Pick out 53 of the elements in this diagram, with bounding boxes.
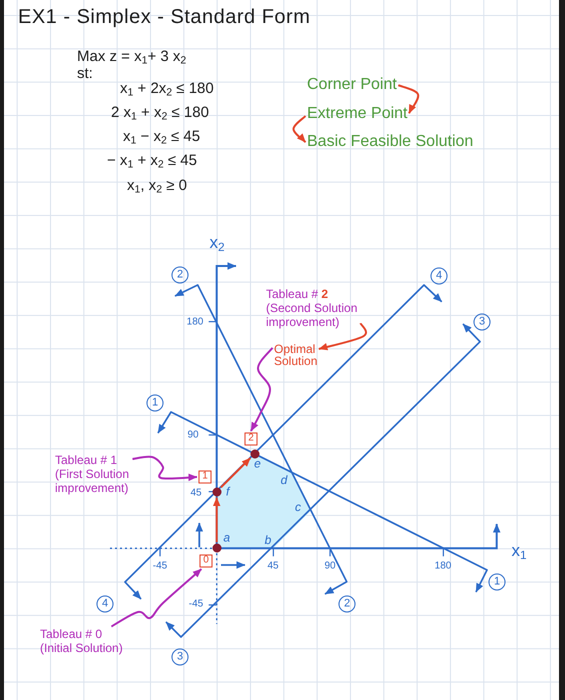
callout-number: 3	[474, 314, 490, 330]
formula: 2 x$_{1}$ + x$_{2}$ ≤ 180	[111, 104, 209, 122]
arrow	[212, 497, 220, 542]
callout-number: 1	[488, 574, 506, 590]
arrow	[398, 84, 420, 114]
formula: − x$_{1}$ + x$_{2}$ ≤ 45	[107, 152, 197, 170]
arrow	[250, 347, 274, 432]
arrow	[132, 456, 198, 482]
formula: x$_{1}$ − x$_{2}$ ≤ 45	[123, 128, 200, 146]
callout-number: 2	[172, 266, 188, 284]
vertex-label: f	[226, 486, 230, 500]
formula: x$_{1}$ + 2x$_{2}$ ≤ 180	[120, 80, 214, 98]
annotation-text: Basic Feasible Solution	[307, 133, 474, 152]
annotation-text: (First Solution improvement)	[55, 468, 130, 496]
formula: x$_{1}$, x$_{2}$ ≥ 0	[127, 177, 187, 194]
callout-number: 4	[96, 596, 114, 612]
arrow	[318, 322, 367, 350]
arrow	[110, 568, 202, 628]
tick-label: 90	[187, 429, 199, 441]
vertex-label: c	[295, 501, 301, 515]
annotation-text: Corner Point	[307, 76, 397, 94]
annotation-text: Optimal Solution	[274, 343, 318, 367]
callout-number: 1	[146, 394, 164, 412]
callout-number: 3	[172, 648, 188, 666]
title: EX1 - Simplex - Standard Form	[18, 6, 310, 29]
tick-label: 45	[267, 560, 279, 572]
callout-number: 4	[430, 268, 448, 284]
vertex-label: d	[280, 474, 288, 488]
annotation-text: Extreme Point	[307, 105, 408, 124]
tick-label: 180	[434, 560, 452, 572]
arrow	[292, 115, 306, 143]
tick-label: 180	[186, 316, 204, 328]
formula: Max z = x$_{1}$+ 3 x$_{2}$	[77, 48, 186, 66]
vertex-label: e	[254, 458, 261, 472]
vertex-label: a	[223, 531, 230, 546]
axis-label: x$_{1}$	[511, 541, 527, 561]
tick-label: -45	[152, 560, 168, 572]
annotation-heading: Tableau # 2	[266, 288, 330, 302]
tick-label: 90	[324, 560, 336, 572]
arrow	[220, 457, 251, 488]
axis-label: x$_{2}$	[209, 233, 225, 253]
tick-label: 45	[190, 487, 202, 499]
vertex-label: b	[264, 534, 272, 548]
callout-number: 2	[338, 596, 356, 612]
annotation-text: (Second Solution improvement)	[266, 302, 358, 330]
annotation-heading: Tableau # 0	[40, 628, 104, 642]
step-number: 1	[198, 470, 212, 484]
step-number: 0	[200, 554, 212, 568]
annotation-text: (Initial Solution)	[40, 642, 124, 656]
tick-label: -45	[188, 598, 204, 610]
formula: st:	[77, 65, 93, 82]
annotation-heading: Tableau # 1	[55, 454, 118, 468]
step-number: 2	[244, 432, 258, 446]
